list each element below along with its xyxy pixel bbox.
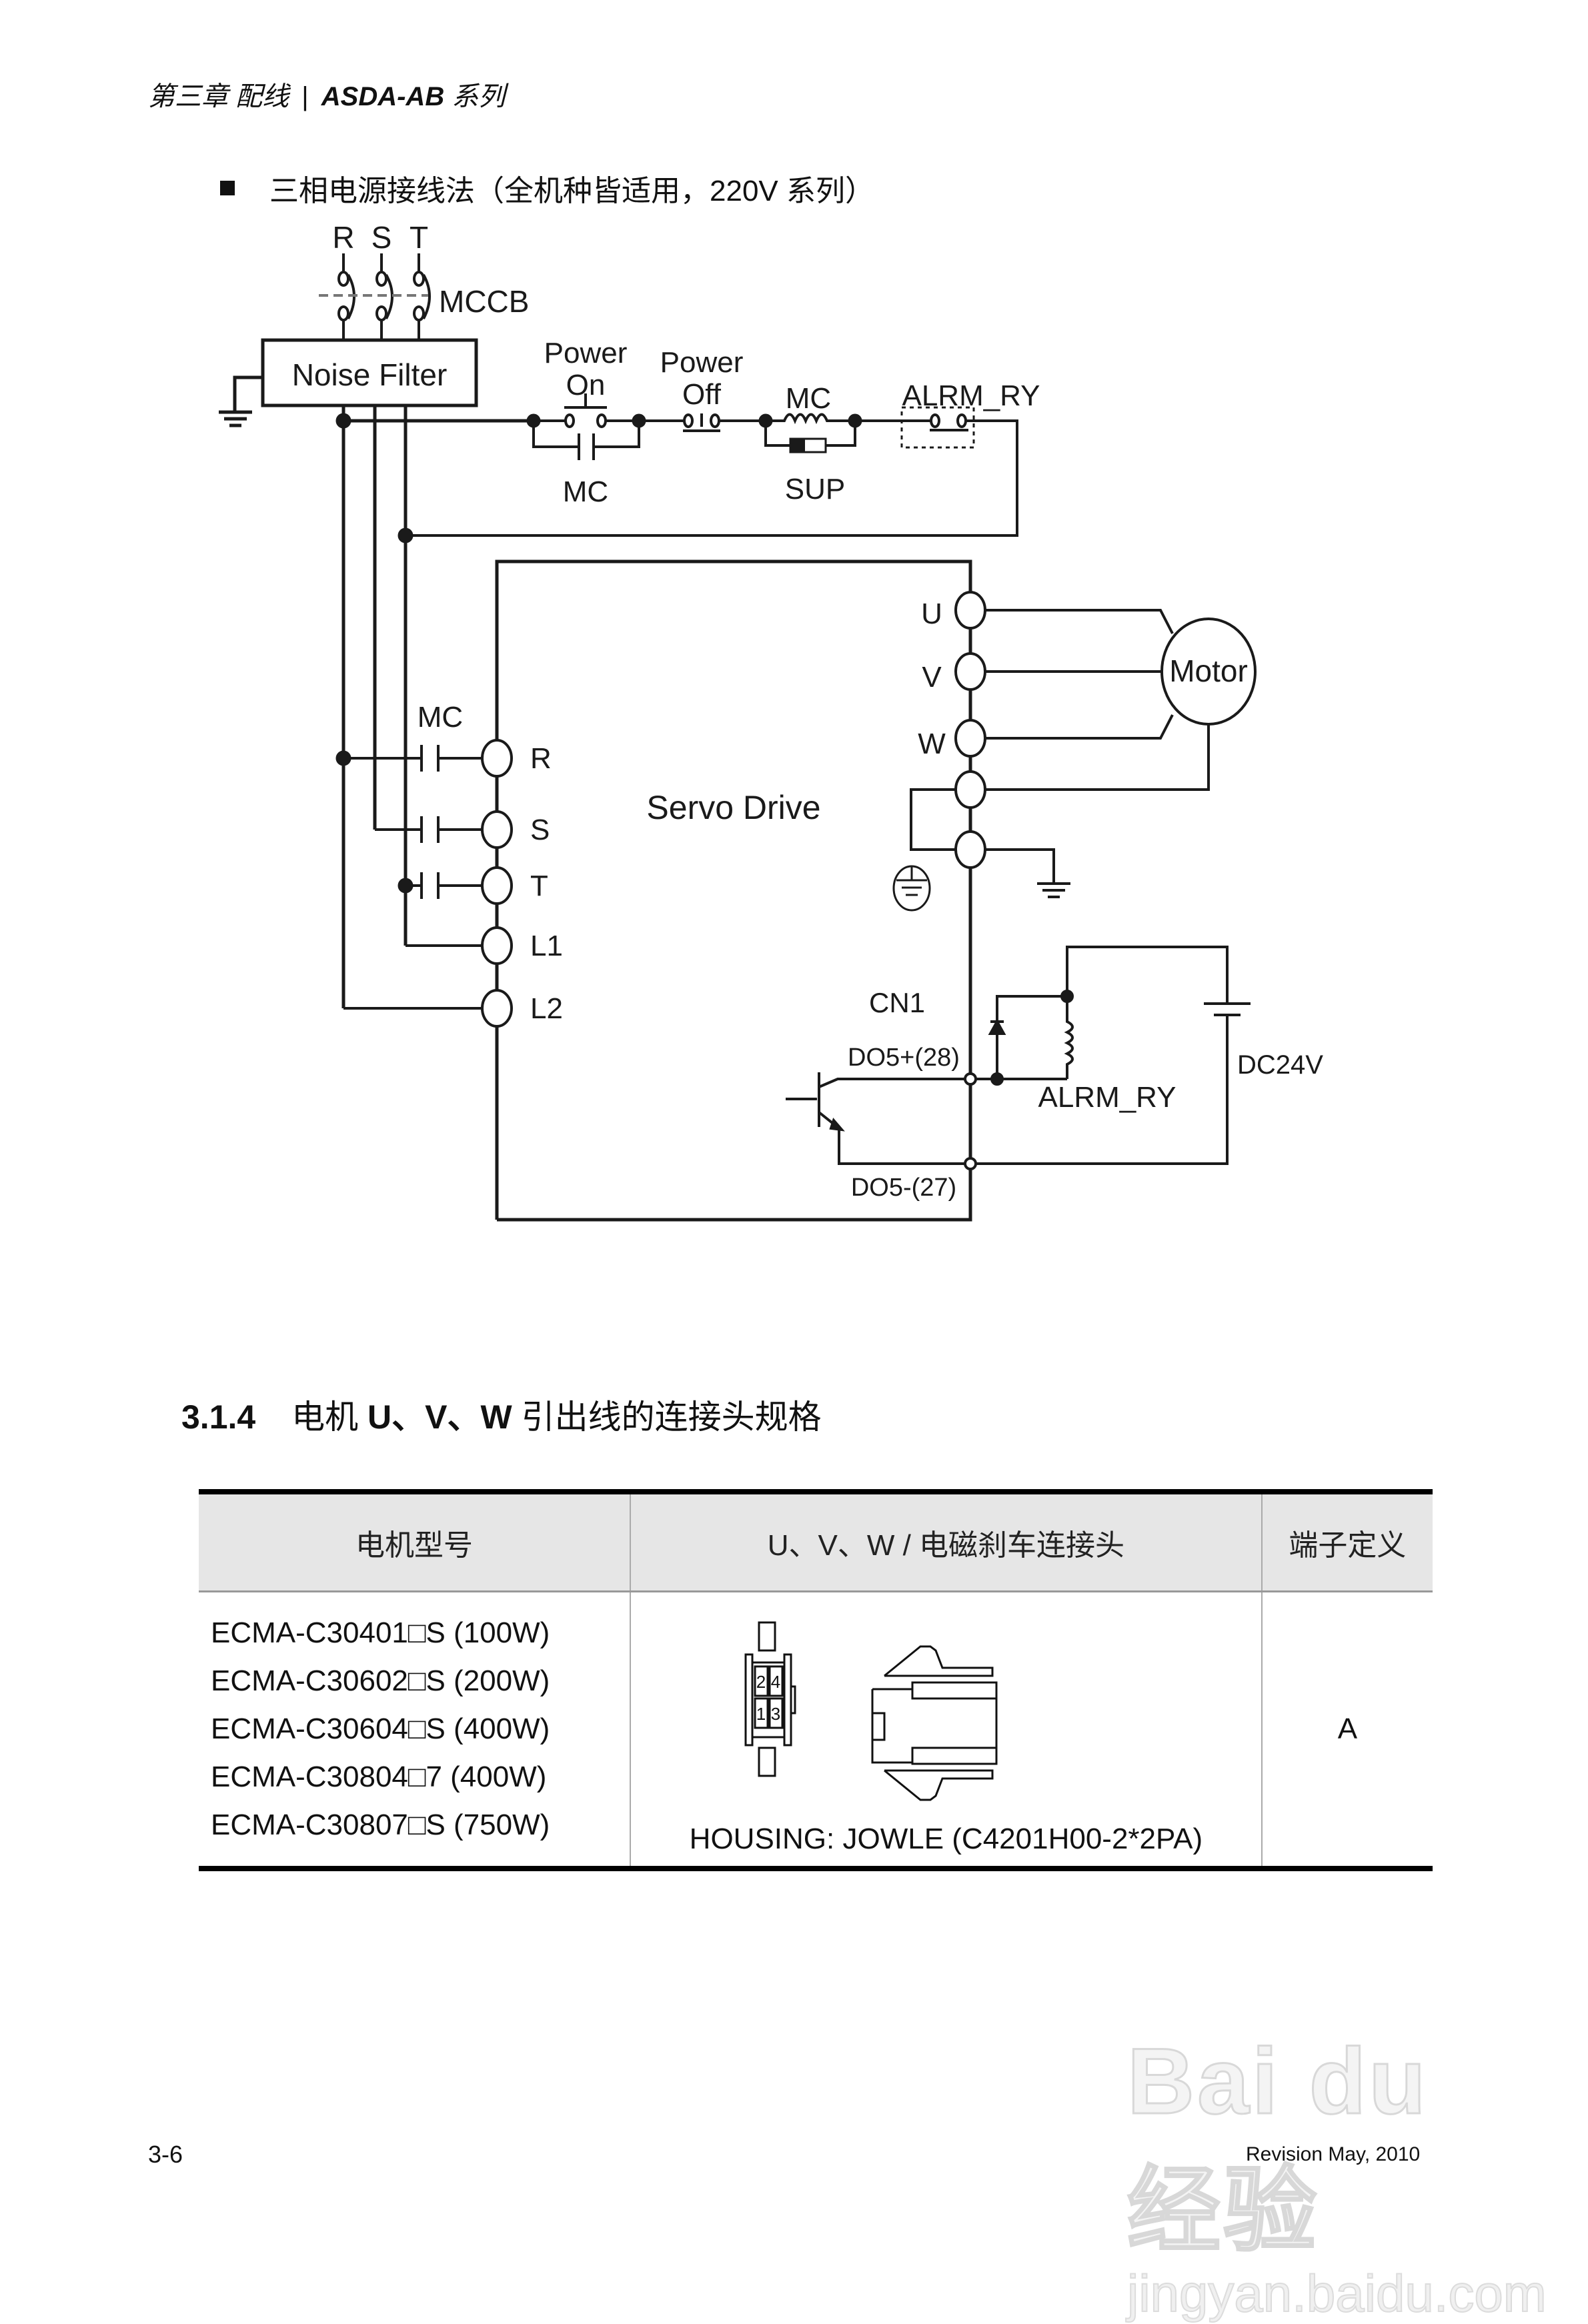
terminal-label-l1: L1 xyxy=(530,930,563,962)
motor-icon xyxy=(1160,618,1257,726)
header-motor-model: 电机型号 xyxy=(199,1489,631,1592)
servo-drive-label: Servo Drive xyxy=(646,789,820,826)
phase-label-t: T xyxy=(410,220,428,255)
terminal-def-cell: A xyxy=(1261,1591,1433,1871)
do5-plus-label: DO5+(28) xyxy=(848,1044,960,1072)
series-name: ASDA-AB xyxy=(321,82,445,111)
mc-aux-contact-icon xyxy=(532,421,640,460)
power-off-label-2: Off xyxy=(682,378,722,411)
power-off-switch-icon xyxy=(639,413,766,432)
header-separator: | xyxy=(301,82,309,111)
mc-coil-label: MC xyxy=(786,382,831,415)
mccb-breaker-icon xyxy=(319,253,431,340)
power-on-label-1: Power xyxy=(544,337,628,369)
terminal-label-t: T xyxy=(530,870,548,902)
terminal-l2-icon xyxy=(481,989,513,1028)
motor-model: ECMA-C30401□S (100W) xyxy=(211,1616,550,1649)
terminal-label-w: W xyxy=(918,728,946,760)
connector-cell: 2 4 1 3 HO xyxy=(630,1591,1262,1871)
housing-spec: HOUSING: JOWLE (C4201H00-2*2PA) xyxy=(689,1823,1203,1855)
section-title-letters: U、V、W xyxy=(367,1398,512,1436)
terminal-w-icon xyxy=(954,719,986,758)
transistor-icon xyxy=(786,1072,970,1165)
page-number: 3-6 xyxy=(148,2141,183,2168)
section-title-suffix: 引出线的连接头规格 xyxy=(521,1398,822,1436)
running-header: 第三章 配线 | ASDA-AB 系列 xyxy=(148,75,505,113)
phase-label-s: S xyxy=(371,220,392,255)
terminal-label-s: S xyxy=(530,814,550,846)
dc24v-label: DC24V xyxy=(1237,1050,1323,1080)
terminal-s-icon xyxy=(481,810,513,849)
output-terminals xyxy=(954,591,986,869)
relay-coil-icon xyxy=(976,946,1251,1165)
series-suffix: 系列 xyxy=(452,82,506,111)
mccb-label: MCCB xyxy=(439,284,529,319)
terminal-r-icon xyxy=(481,739,513,778)
connector-spec-table: 电机型号 U、V、W / 电磁刹车连接头 端子定义 ECMA-C30401□S … xyxy=(199,1489,1433,1871)
motor-models-cell: ECMA-C30401□S (100W) ECMA-C30602□S (200W… xyxy=(199,1591,631,1871)
wiring-diagram: R S T MCCB Noise Filter Power On MC Po xyxy=(219,220,1323,1222)
section-number: 3.1.4 xyxy=(181,1398,256,1436)
bullet-heading: 三相电源接线法（全机种皆适用，220V 系列） xyxy=(220,167,874,209)
mc-aux-label: MC xyxy=(563,475,608,508)
table-header-row: 电机型号 U、V、W / 电磁刹车连接头 端子定义 xyxy=(199,1489,1433,1592)
input-terminals xyxy=(481,739,513,1028)
do5-minus-label: DO5-(27) xyxy=(851,1174,956,1202)
motor-model: ECMA-C30602□S (200W) xyxy=(211,1664,550,1697)
cn1-label: CN1 xyxy=(869,987,925,1018)
pin-2: 2 xyxy=(756,1672,766,1692)
terminal-v-icon xyxy=(954,652,986,691)
phase-label-r: R xyxy=(332,220,354,255)
section-title: 3.1.4 电机 U、V、W 引出线的连接头规格 xyxy=(181,1390,822,1438)
table-row: ECMA-C30401□S (100W) ECMA-C30602□S (200W… xyxy=(199,1591,1433,1871)
noise-filter-box xyxy=(261,338,478,407)
protective-earth-icon xyxy=(892,865,931,912)
pin-3: 3 xyxy=(771,1704,780,1724)
sup-label: SUP xyxy=(785,473,845,505)
alarm-contact-label: ALRM_RY xyxy=(902,379,1040,412)
pin-4: 4 xyxy=(771,1672,780,1692)
bullet-text: 三相电源接线法（全机种皆适用，220V 系列） xyxy=(269,175,874,207)
motor-model: ECMA-C30804□7 (400W) xyxy=(211,1761,547,1793)
mc-coil-icon xyxy=(764,413,856,453)
header-terminal-def: 端子定义 xyxy=(1261,1489,1433,1592)
watermark: Bai du 经验 jingyan.baidu.com xyxy=(1126,2027,1547,2324)
motor-model: ECMA-C30807□S (750W) xyxy=(211,1809,550,1841)
ground-icon xyxy=(219,375,263,427)
terminal-label-r: R xyxy=(530,742,552,775)
terminal-l1-icon xyxy=(481,926,513,965)
relay-label: ALRM_RY xyxy=(1038,1081,1176,1114)
mc-main-label: MC xyxy=(418,701,463,734)
terminal-u-icon xyxy=(954,591,986,630)
pin-1: 1 xyxy=(756,1704,766,1724)
power-on-switch-icon xyxy=(534,393,639,428)
power-off-label-1: Power xyxy=(660,346,744,379)
section-title-prefix: 电机 xyxy=(291,1398,359,1436)
connector-side-icon xyxy=(871,1645,998,1801)
motor-wiring xyxy=(910,609,1210,898)
motor-label: Motor xyxy=(1169,654,1248,688)
terminal-pe-icon xyxy=(954,770,986,809)
chapter-title: 第三章 配线 xyxy=(148,82,289,111)
terminal-label-v: V xyxy=(922,661,942,694)
revision-date: Revision May, 2010 xyxy=(1246,2143,1421,2165)
servo-drive-box xyxy=(495,559,972,1222)
connector-drawing: 2 4 1 3 xyxy=(744,1621,998,1801)
mc-main-contacts-icon xyxy=(343,745,484,1010)
alarm-relay-contact-icon xyxy=(406,406,1018,537)
terminal-label-u: U xyxy=(921,598,942,630)
terminal-t-icon xyxy=(481,866,513,905)
terminal-label-l2: L2 xyxy=(530,992,563,1025)
watermark-url: jingyan.baidu.com xyxy=(1126,2263,1547,2323)
header-connector: U、V、W / 电磁刹车连接头 xyxy=(630,1489,1262,1592)
noise-filter-label: Noise Filter xyxy=(292,357,448,392)
bullet-square-icon xyxy=(220,181,235,195)
connector-front-icon: 2 4 1 3 xyxy=(744,1621,796,1777)
motor-model: ECMA-C30604□S (400W) xyxy=(211,1712,550,1745)
terminal-ground-icon xyxy=(954,830,986,869)
